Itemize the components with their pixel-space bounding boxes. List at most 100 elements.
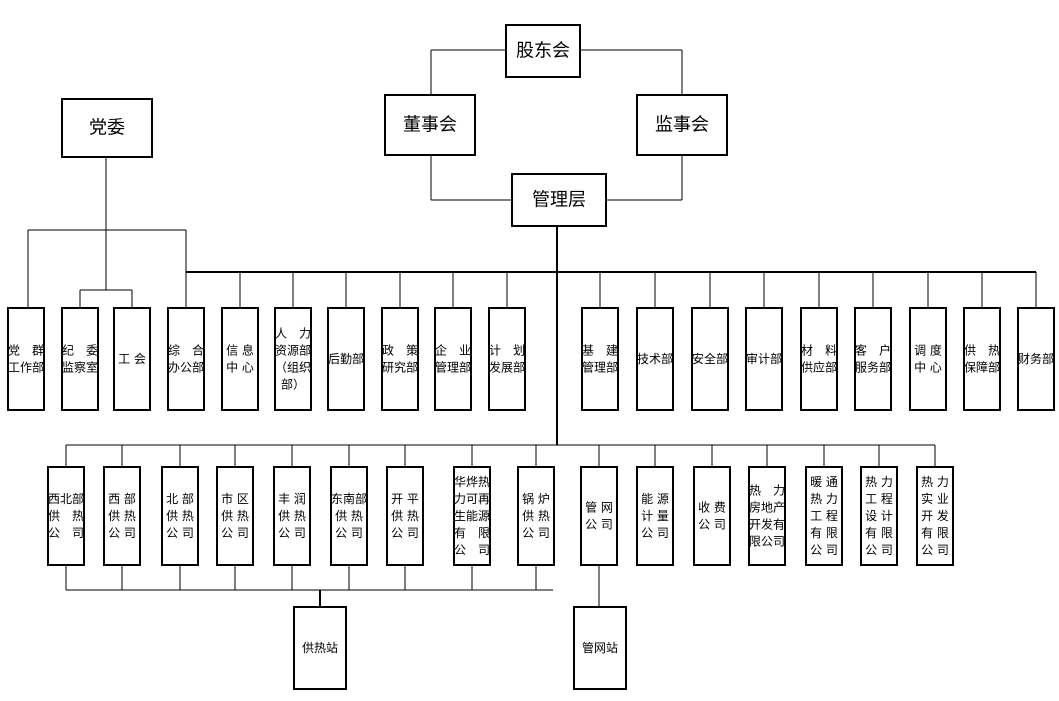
company-left-4-line: 供 热 bbox=[221, 509, 249, 523]
company-left-4-line: 公 司 bbox=[221, 526, 249, 540]
board-of-supervisors-label: 监事会 bbox=[655, 115, 709, 136]
company-left-8-line: 公 司 bbox=[454, 543, 490, 557]
department-left-2-box bbox=[61, 307, 99, 411]
company-left-8-line: 有 限 bbox=[454, 526, 490, 540]
company-left-7-line: 供 热 bbox=[391, 509, 419, 523]
company-left-1-line: 供 热 bbox=[48, 509, 84, 523]
department-right-4-box bbox=[745, 307, 783, 411]
company-right-2-line: 计 量 bbox=[641, 509, 669, 523]
company-left-3-line: 北 部 bbox=[166, 491, 194, 506]
department-left-3-line: 工 会 bbox=[118, 352, 146, 366]
department-left-6-line: 部） bbox=[281, 377, 305, 392]
shareholders-meeting-box bbox=[505, 24, 581, 78]
department-right-4-line: 审计部 bbox=[746, 351, 782, 366]
company-left-8-line: 生能源 bbox=[454, 509, 490, 523]
company-left-2-line: 供 热 bbox=[108, 509, 136, 523]
company-right-1-line: 公 司 bbox=[585, 518, 613, 532]
department-right-7-line: 中 心 bbox=[914, 360, 942, 375]
company-left-7-line: 开 平 bbox=[391, 492, 419, 506]
company-right-7-line: 实 业 bbox=[921, 491, 949, 506]
department-left-1-box bbox=[7, 307, 45, 411]
connector-bold-lines bbox=[186, 226, 1036, 607]
company-right-5-box bbox=[805, 466, 843, 566]
board-of-directors-box bbox=[384, 94, 476, 156]
company-right-7-line: 有 限 bbox=[921, 526, 949, 540]
company-left-2-line: 公 司 bbox=[108, 526, 136, 540]
company-right-5-line: 暖 通 bbox=[810, 475, 838, 489]
management-label: 管理层 bbox=[532, 190, 586, 211]
management-box bbox=[511, 173, 607, 227]
company-right-4-line: 房地产 bbox=[749, 500, 785, 515]
heating-station-label: 供热站 bbox=[302, 641, 338, 655]
company-right-4-line: 限公司 bbox=[749, 535, 785, 549]
company-right-7-line: 开 发 bbox=[921, 508, 949, 523]
company-left-8-line: 力可再 bbox=[454, 492, 490, 506]
department-right-6-line: 服务部 bbox=[855, 360, 891, 375]
department-right-1-line: 管理部 bbox=[582, 360, 618, 375]
department-left-1-line: 党 群 bbox=[8, 343, 44, 358]
company-left-6-box bbox=[330, 466, 368, 566]
department-left-6-box bbox=[274, 307, 312, 411]
company-left-9-box bbox=[517, 466, 555, 566]
department-right-5-line: 材 料 bbox=[801, 344, 837, 358]
company-left-3-line: 供 热 bbox=[166, 509, 194, 523]
department-left-2-line: 纪 委 bbox=[62, 344, 98, 358]
shareholders-meeting-label: 股东会 bbox=[516, 41, 570, 62]
company-left-2-box bbox=[103, 466, 141, 566]
department-left-10-line: 计 划 bbox=[489, 344, 525, 358]
department-left-4-line: 综 合 bbox=[168, 343, 204, 358]
company-left-1-line: 公 司 bbox=[48, 526, 84, 540]
department-left-6-line: （组织 bbox=[275, 361, 311, 375]
department-left-5-line: 中 心 bbox=[226, 360, 254, 375]
company-left-5-box bbox=[273, 466, 311, 566]
company-right-6-line: 热 力 bbox=[865, 475, 893, 489]
company-right-6-line: 工 程 bbox=[865, 491, 893, 506]
company-left-9-line: 公 司 bbox=[522, 526, 550, 540]
company-left-8-line: 华烨热 bbox=[454, 475, 490, 489]
company-right-1-line: 管 网 bbox=[585, 500, 613, 515]
company-left-1-box bbox=[47, 466, 85, 566]
department-right-1-box bbox=[581, 307, 619, 411]
pipe-network-station-label: 管网站 bbox=[582, 640, 618, 655]
company-left-1-line: 西北部 bbox=[48, 491, 84, 506]
department-left-3-box bbox=[113, 307, 151, 411]
company-left-6-line: 公 司 bbox=[335, 526, 363, 540]
company-right-7-box bbox=[916, 466, 954, 566]
company-right-6-line: 设 计 bbox=[865, 509, 893, 523]
party-committee-label: 党委 bbox=[89, 118, 125, 139]
department-left-2-line: 监察室 bbox=[62, 360, 98, 375]
company-left-7-box bbox=[386, 466, 424, 566]
department-left-10-line: 发展部 bbox=[489, 360, 525, 375]
department-right-2-box bbox=[636, 307, 674, 411]
department-left-9-line: 企 业 bbox=[435, 343, 471, 358]
company-right-6-line: 有 限 bbox=[865, 526, 893, 540]
board-of-directors-label: 董事会 bbox=[403, 115, 457, 136]
company-right-6-line: 公 司 bbox=[865, 543, 893, 557]
department-left-9-box bbox=[434, 307, 472, 411]
company-right-5-line: 有 限 bbox=[810, 526, 838, 540]
org-boxes: 股东会董事会监事会管理层党委党 群工作部纪 委监察室工 会综 合办公部信 息中 … bbox=[7, 24, 1055, 690]
company-right-7-line: 热 力 bbox=[921, 475, 949, 489]
department-left-4-box bbox=[167, 307, 205, 411]
company-right-3-box bbox=[693, 466, 731, 566]
board-of-supervisors-box bbox=[636, 94, 728, 156]
department-left-7-box bbox=[327, 307, 365, 411]
company-right-1-box bbox=[580, 466, 618, 566]
company-left-7-line: 公 司 bbox=[391, 526, 419, 540]
department-left-6-line: 人 力 bbox=[275, 327, 311, 341]
department-right-9-line: 财务部 bbox=[1018, 351, 1054, 366]
department-right-7-line: 调 度 bbox=[914, 343, 942, 358]
department-left-6-line: 资源部 bbox=[275, 343, 311, 358]
department-right-6-box bbox=[854, 307, 892, 411]
company-left-6-line: 东南部 bbox=[331, 491, 367, 506]
party-committee-box bbox=[61, 98, 153, 158]
company-right-3-line: 公 司 bbox=[698, 518, 726, 532]
department-right-6-line: 客 户 bbox=[855, 343, 891, 358]
department-right-8-line: 供 热 bbox=[964, 344, 1000, 358]
department-right-9-box bbox=[1017, 307, 1055, 411]
department-right-5-line: 供应部 bbox=[801, 360, 837, 375]
company-right-2-box bbox=[636, 466, 674, 566]
company-left-8-box bbox=[453, 466, 491, 566]
department-left-9-line: 管理部 bbox=[435, 360, 471, 375]
